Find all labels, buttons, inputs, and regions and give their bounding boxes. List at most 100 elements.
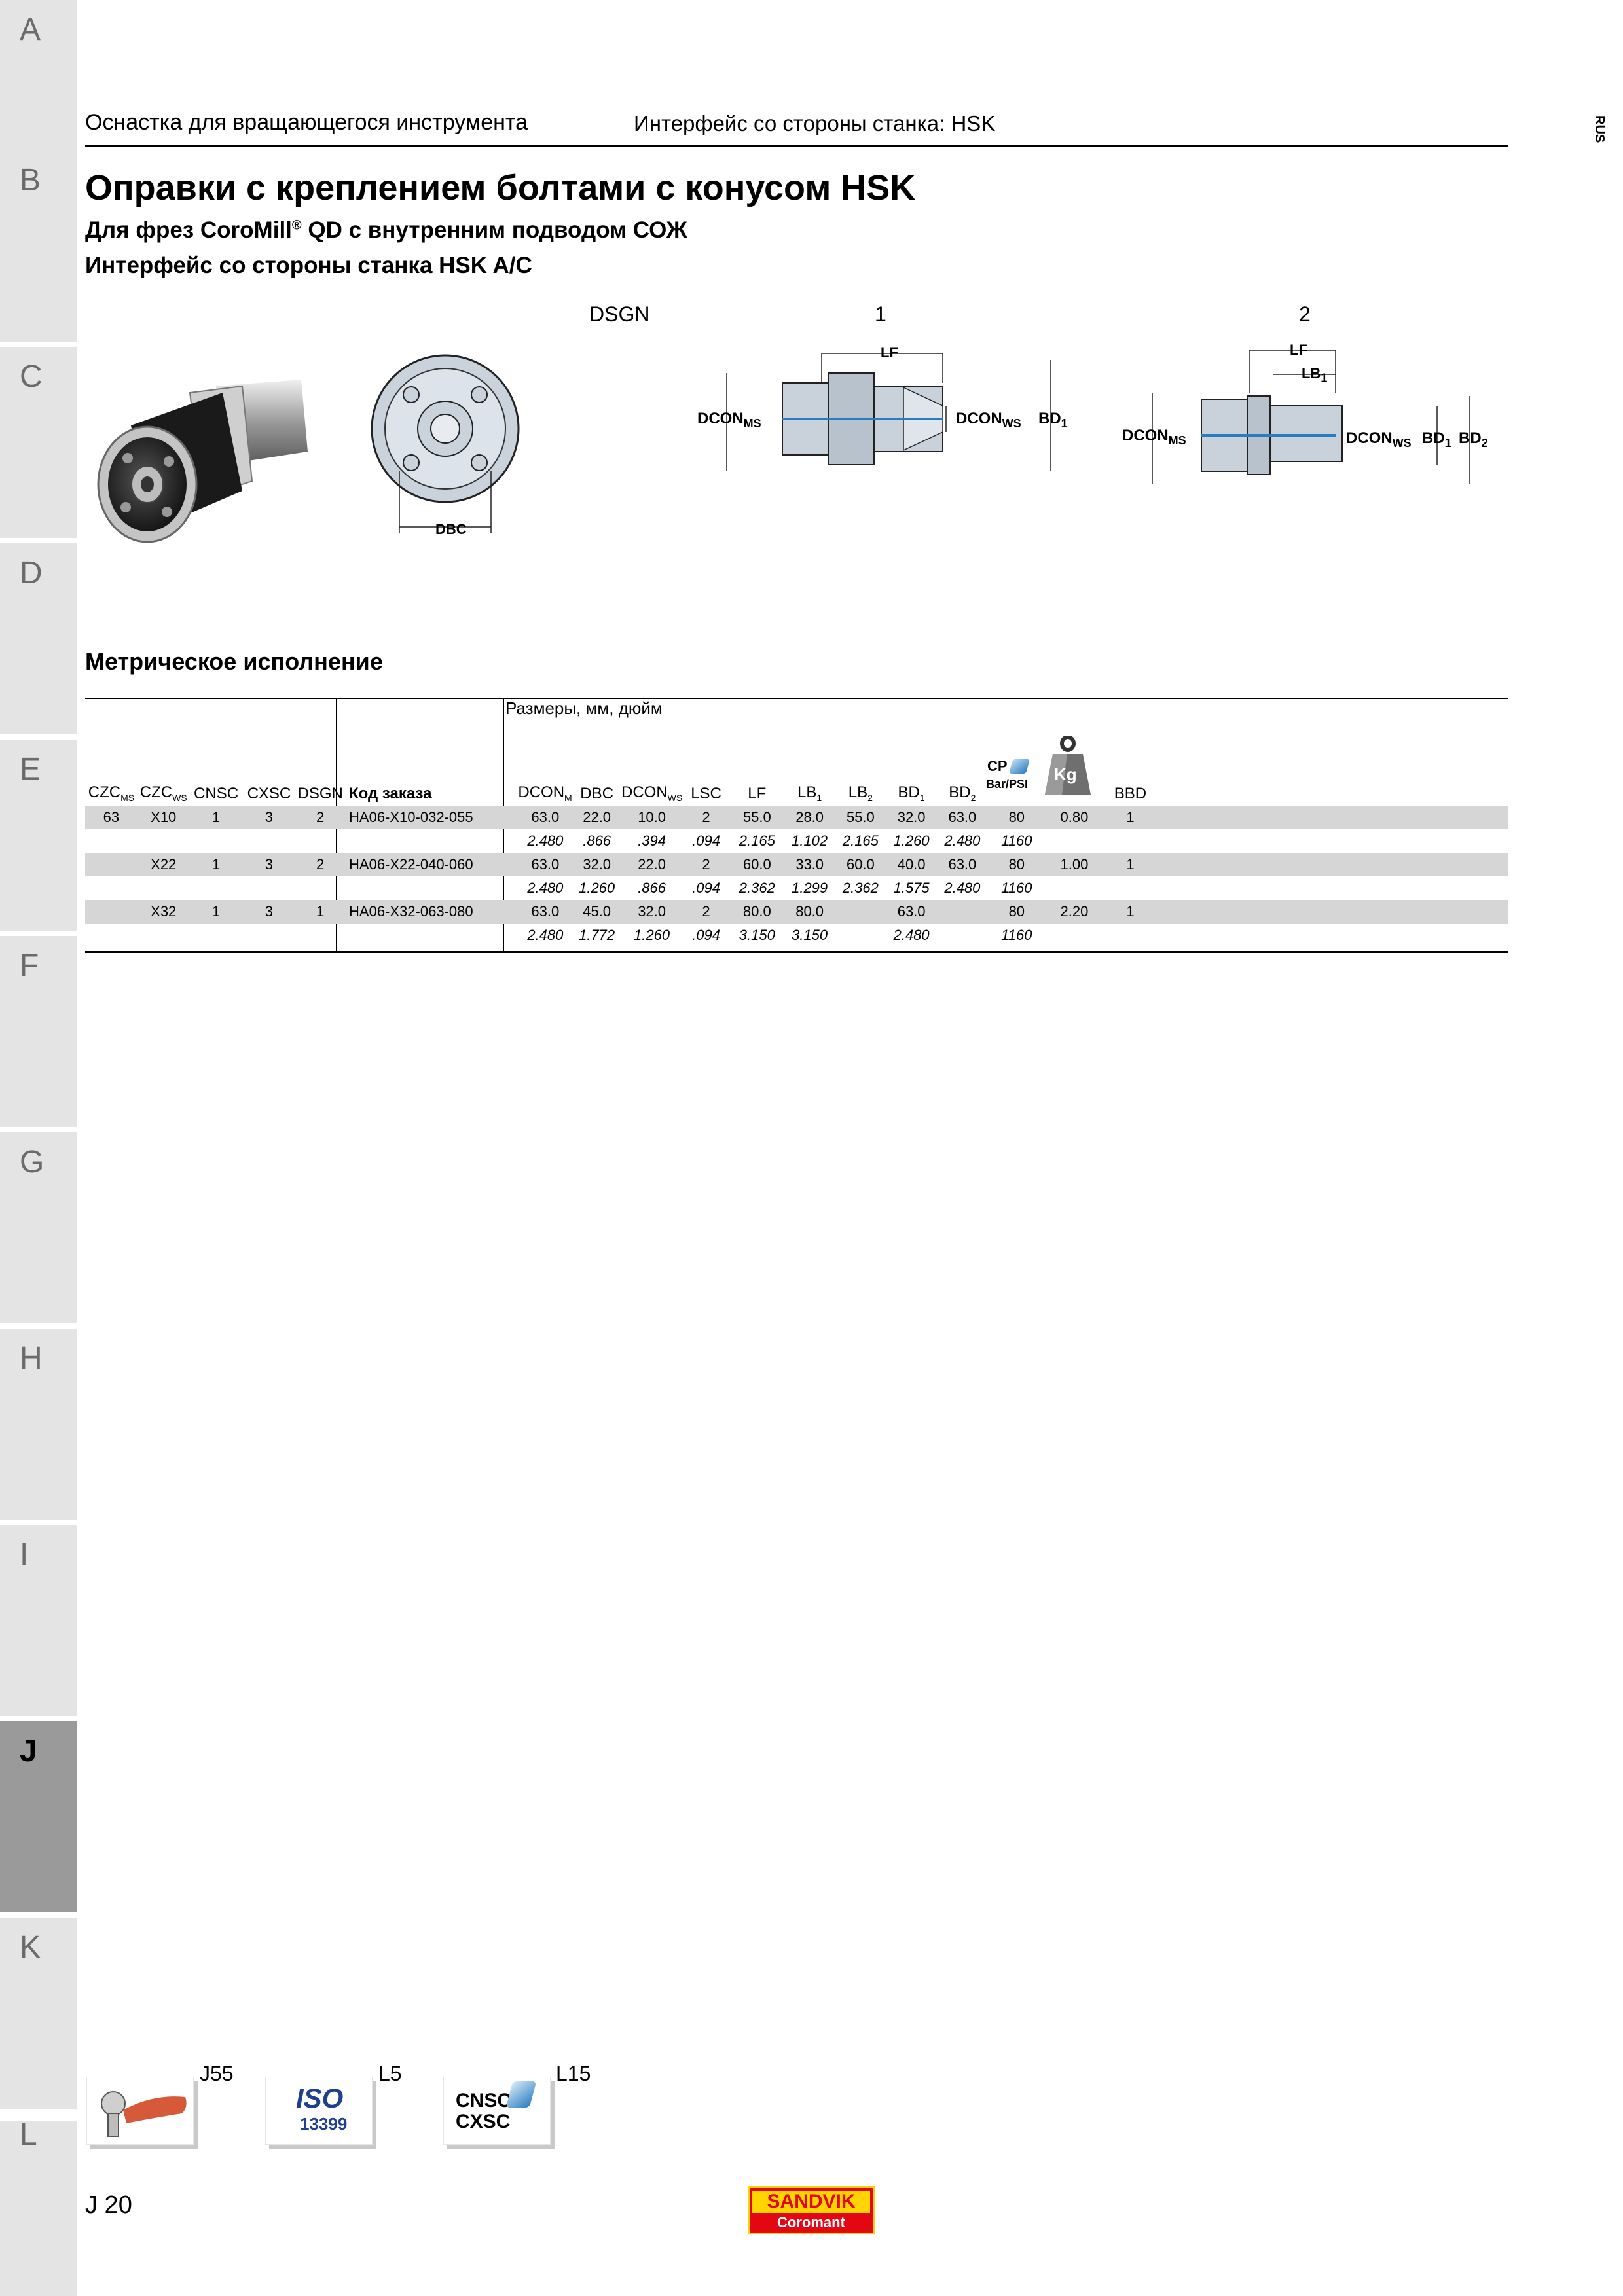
cell-order-code[interactable]: HA06-X22-040-060 bbox=[345, 853, 519, 876]
header-text: BD bbox=[949, 783, 971, 802]
screw-wrench-icon bbox=[101, 2091, 187, 2137]
table-row-inch: 2.480 1.772 1.260 .094 3.150 3.150 2.480… bbox=[85, 924, 1508, 947]
cnsc-cxsc-link[interactable]: CNSC CXSC bbox=[443, 2077, 551, 2145]
tab-j[interactable]: J bbox=[0, 1721, 77, 1912]
cell-czc-ms bbox=[85, 853, 137, 876]
cell-bbd: 1 bbox=[1103, 900, 1158, 924]
tab-b[interactable]: B bbox=[0, 151, 77, 342]
header-lb2: LB2 bbox=[835, 698, 886, 806]
cell-lb1-inch: 1.299 bbox=[792, 880, 828, 896]
cell-dcon-ws: 32.0 bbox=[621, 900, 683, 924]
dcon-ws-label: DCONWS bbox=[956, 410, 1021, 431]
header-czc-ms: CZCMS bbox=[85, 698, 137, 806]
cell-cxsc: 3 bbox=[242, 806, 296, 829]
tab-e[interactable]: E bbox=[0, 740, 77, 931]
side-view-variant-2 bbox=[1152, 350, 1470, 484]
cell-lsc: 2 bbox=[682, 853, 730, 876]
cell-lsc-inch: .094 bbox=[692, 880, 720, 896]
ref-l15[interactable]: L15 bbox=[556, 2062, 591, 2085]
header-bd2: BD2 bbox=[937, 698, 988, 806]
cell-dbc-inch: .866 bbox=[583, 833, 611, 849]
bd2-label: BD2 bbox=[1459, 429, 1488, 450]
lb-text: LB bbox=[1302, 365, 1321, 382]
ref-j55[interactable]: J55 bbox=[200, 2062, 234, 2085]
dcon-text: DCON bbox=[956, 410, 1002, 427]
cell-cxsc: 3 bbox=[242, 900, 296, 924]
language-marker: RUS bbox=[1592, 115, 1607, 143]
cell-empty bbox=[295, 829, 345, 853]
cell-cp: 80 bbox=[987, 806, 1046, 829]
cxsc-icon-text: CXSC bbox=[456, 2111, 511, 2132]
cell-bd1-inch: 1.260 bbox=[893, 833, 930, 849]
cell-bd2: 63.0 bbox=[937, 806, 988, 829]
cell-spacer bbox=[1157, 853, 1508, 876]
cell-spacer bbox=[1158, 876, 1508, 900]
cell-empty bbox=[295, 876, 345, 900]
header-text: CZC bbox=[88, 783, 121, 802]
tab-d[interactable]: D bbox=[0, 543, 77, 734]
table-row: X32 1 3 1 HA06-X32-063-080 63.0 45.0 32.… bbox=[85, 900, 1508, 924]
header-spacer bbox=[1158, 698, 1508, 806]
assembly-parts-link[interactable] bbox=[86, 2077, 194, 2145]
cell-bd2-inch: 2.480 bbox=[944, 880, 981, 896]
header-dbc: DBC bbox=[580, 785, 613, 802]
cell-order-code[interactable]: HA06-X10-032-055 bbox=[345, 806, 519, 829]
header-subscript: WS bbox=[667, 793, 683, 803]
cell-dcon-ws: 22.0 bbox=[621, 853, 683, 876]
tab-label: I bbox=[20, 1537, 29, 1572]
cell-empty bbox=[295, 924, 345, 947]
weight-icon bbox=[1045, 736, 1091, 795]
logo-bottom-text: Coromant bbox=[777, 2214, 845, 2231]
cell-lb1-inch: 1.102 bbox=[792, 833, 828, 849]
bd-text: BD bbox=[1459, 429, 1482, 447]
tab-f[interactable]: F bbox=[0, 936, 77, 1127]
tab-k[interactable]: K bbox=[0, 1918, 77, 2109]
tab-g[interactable]: G bbox=[0, 1132, 77, 1323]
cell-dcon-ms: 63.0 bbox=[518, 853, 573, 876]
cell-cxsc: 3 bbox=[242, 853, 296, 876]
iso-13399-link[interactable]: ISO 13399 bbox=[265, 2077, 373, 2145]
cell-dcon-ws-inch: .394 bbox=[638, 833, 666, 849]
cell-lsc: 2 bbox=[682, 806, 730, 829]
header-order-code: Код заказа bbox=[349, 785, 432, 802]
header-lf: LF bbox=[748, 785, 767, 802]
bd-subscript: 1 bbox=[1061, 416, 1068, 430]
cell-lb1: 28.0 bbox=[784, 806, 835, 829]
cell-dcon-ws-inch: 1.260 bbox=[634, 927, 670, 943]
header-lsc: LSC bbox=[691, 785, 721, 802]
header-subscript: 1 bbox=[919, 793, 925, 803]
cell-lb1-inch: 3.150 bbox=[792, 927, 828, 943]
tab-label: G bbox=[20, 1145, 45, 1179]
tab-h[interactable]: H bbox=[0, 1329, 77, 1520]
lf-dimension-label: LF bbox=[881, 344, 898, 361]
header-interface: Интерфейс со стороны станка: HSK bbox=[634, 111, 996, 135]
header-weight bbox=[1046, 698, 1103, 806]
cell-lb2: 60.0 bbox=[835, 853, 886, 876]
header-bbd: BBD bbox=[1114, 785, 1147, 802]
dcon-text: DCON bbox=[1346, 429, 1393, 447]
bd-text: BD bbox=[1038, 410, 1061, 427]
tab-i[interactable]: I bbox=[0, 1525, 77, 1716]
tab-l[interactable]: L bbox=[0, 2117, 77, 2296]
cell-lb2-inch: 2.165 bbox=[842, 833, 879, 849]
coolant-pressure-icon: CP Bar/PSI bbox=[986, 758, 1034, 797]
subtitle-text: QD с внутренним подводом СОЖ bbox=[301, 217, 687, 243]
dcon-ms-label: DCONMS bbox=[697, 410, 761, 431]
cell-bd1: 40.0 bbox=[886, 853, 937, 876]
dcon-text: DCON bbox=[697, 410, 744, 427]
table-bottom-rule bbox=[85, 951, 1508, 953]
logo-top-text: SANDVIK bbox=[752, 2191, 870, 2213]
header-subscript: 2 bbox=[970, 793, 976, 803]
tab-label: H bbox=[20, 1341, 43, 1376]
cell-dsgn: 2 bbox=[295, 806, 346, 829]
ref-l5[interactable]: L5 bbox=[378, 2062, 402, 2085]
cell-empty bbox=[345, 829, 518, 853]
tab-c[interactable]: C bbox=[0, 347, 77, 538]
cell-order-code[interactable]: HA06-X32-063-080 bbox=[345, 900, 519, 924]
table-header-row: CZCMS CZCWS CNSC CXSC DSGN Код заказа DC… bbox=[85, 698, 1508, 806]
subtitle-cutters: Для фрез CoroMill® QD с внутренним подво… bbox=[85, 217, 687, 243]
cell-cp: 80 bbox=[987, 853, 1046, 876]
header-dsgn: DSGN bbox=[297, 785, 343, 802]
cell-lb1: 33.0 bbox=[784, 853, 835, 876]
ms-subscript: MS bbox=[743, 416, 761, 430]
